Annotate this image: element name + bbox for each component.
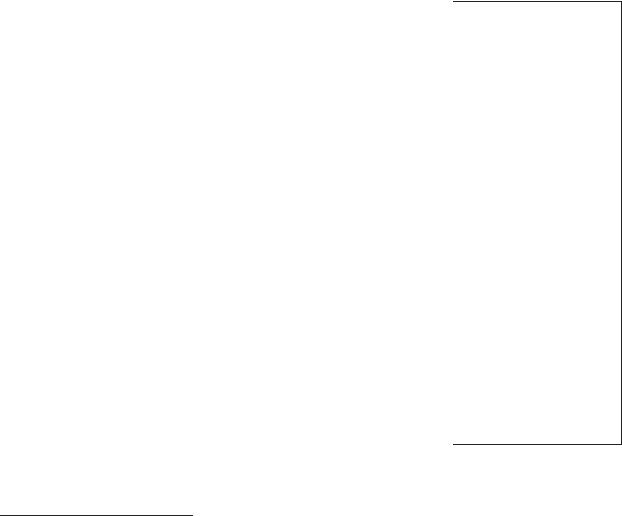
bottom-right-panel <box>453 279 622 445</box>
top-right-panel <box>453 1 622 280</box>
